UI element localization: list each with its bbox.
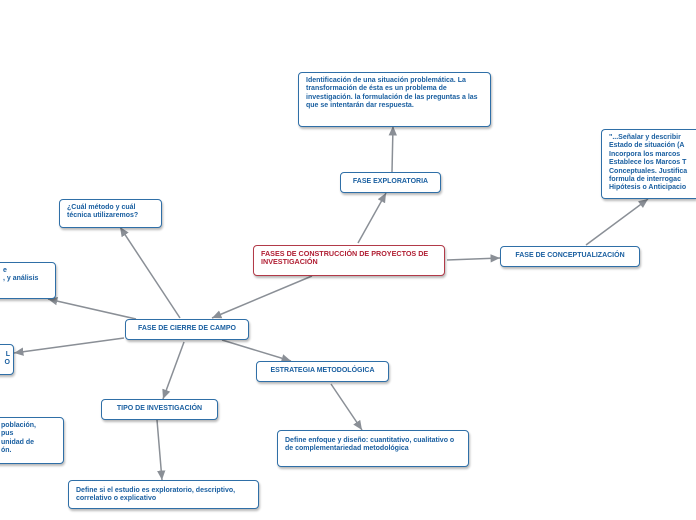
fase-exploratoria-detail[interactable]: Identificación de una situación problemá… — [298, 72, 491, 127]
edge-exploratoria-detail — [388, 125, 397, 173]
left-upper-line-1: e — [3, 267, 7, 274]
root-label: FASES DE CONSTRUCCIÓN DE PROYECTOS DE IN… — [261, 249, 429, 267]
poblacion-node[interactable]: población, pus unidad de ón. — [0, 417, 64, 464]
conceptualizacion-line-4: Establece los Marcos T — [609, 159, 687, 167]
fase-exploratoria-node[interactable]: FASE EXPLORATORIA — [340, 172, 441, 193]
fase-cierre-node[interactable]: FASE DE CIERRE DE CAMPO — [125, 319, 249, 340]
edge-cierre-left-mid — [13, 337, 125, 356]
edge-root-cierre — [211, 275, 313, 319]
edge-tipo-detail — [156, 419, 166, 481]
estrategia-node[interactable]: ESTRATEGIA METODOLÓGICA — [256, 361, 389, 382]
edge-conceptualizacion-detail — [585, 198, 649, 246]
edge-cierre-estrategia — [221, 339, 292, 363]
left-mid-line-2: O — [4, 359, 10, 367]
fase-cierre-question-text: ¿Cuál método y cuál técnica utilizaremos… — [67, 204, 139, 220]
tipo-node[interactable]: TIPO DE INVESTIGACIÓN — [101, 399, 218, 420]
poblacion-line-2: pus — [1, 430, 14, 438]
tipo-label: TIPO DE INVESTIGACIÓN — [116, 405, 203, 413]
conceptualizacion-line-2: Estado de situación (A — [609, 142, 685, 150]
fase-cierre-left-mid[interactable]: L O — [0, 344, 14, 375]
fase-cierre-label: FASE DE CIERRE DE CAMPO — [137, 325, 236, 333]
tipo-detail[interactable]: Define si el estudio es exploratorio, de… — [68, 480, 259, 509]
edge-root-conceptualizacion — [446, 254, 501, 263]
edge-cierre-tipo — [162, 341, 185, 400]
fase-conceptualizacion-node[interactable]: FASE DE CONCEPTUALIZACIÓN — [500, 246, 640, 267]
estrategia-detail[interactable]: Define enfoque y diseño: cuantitativo, c… — [277, 430, 469, 467]
conceptualizacion-line-6: formula de interrogac — [609, 176, 681, 184]
edge-estrategia-detail — [330, 383, 363, 431]
fase-conceptualizacion-detail[interactable]: "...Señalar y describir Estado de situac… — [601, 129, 696, 199]
fase-cierre-question[interactable]: ¿Cuál método y cuál técnica utilizaremos… — [59, 199, 162, 228]
fase-cierre-left-upper[interactable]: e , y análisis — [0, 262, 56, 299]
left-upper-line-2: , y análisis — [3, 275, 39, 283]
fase-exploratoria-label: FASE EXPLORATORIA — [352, 178, 429, 186]
estrategia-label: ESTRATEGIA METODOLÓGICA — [270, 367, 375, 375]
left-mid-line-1: L — [5, 351, 10, 358]
edge-root-exploratoria — [357, 192, 387, 244]
poblacion-line-3: unidad de — [1, 438, 35, 446]
conceptualizacion-line-3: Incorpora los marcos — [609, 150, 681, 158]
tipo-detail-text: Define si el estudio es exploratorio, de… — [76, 487, 236, 503]
conceptualizacion-line-7: Hipótesis o Anticipacio — [609, 184, 687, 192]
edge-cierre-left-upper — [47, 296, 137, 320]
conceptualizacion-line-5: Conceptuales. Justifica — [609, 167, 688, 175]
fase-conceptualizacion-label: FASE DE CONCEPTUALIZACIÓN — [515, 252, 625, 260]
edge-cierre-question — [119, 226, 181, 319]
estrategia-detail-text: Define enfoque y diseño: cuantitativo, c… — [285, 437, 455, 453]
conceptualizacion-line-1: "...Señalar y describir — [609, 134, 681, 141]
poblacion-line-4: ón. — [1, 447, 12, 455]
fase-exploratoria-detail-text: Identificación de una situación problemá… — [306, 77, 478, 110]
poblacion-line-1: población, — [1, 422, 36, 429]
root-node[interactable]: FASES DE CONSTRUCCIÓN DE PROYECTOS DE IN… — [253, 245, 445, 276]
